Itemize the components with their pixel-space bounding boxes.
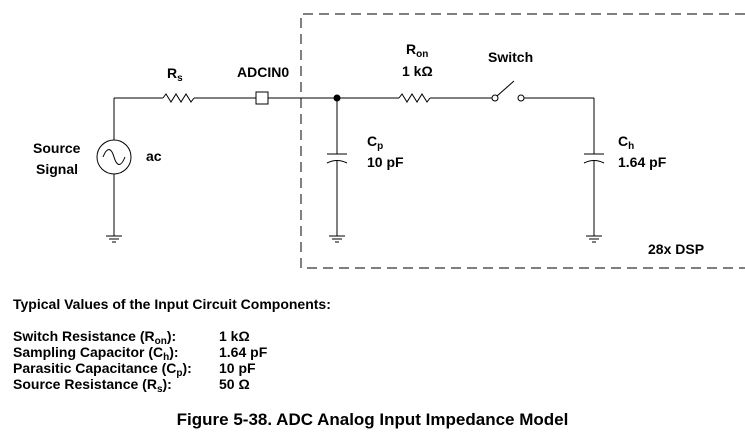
figure-caption: Figure 5-38. ADC Analog Input Impedance … — [176, 410, 569, 429]
rs-resistor — [162, 93, 195, 103]
cp-label: Cp — [367, 133, 383, 152]
table-row: Sampling Capacitor (Ch): 1.64 pF — [13, 344, 331, 363]
table-row: Parasitic Capacitance (Cp): 10 pF — [13, 360, 331, 379]
table-row: Source Resistance (Rs): 50 Ω — [13, 376, 331, 395]
table-row: Switch Resistance (Ron): 1 kΩ — [13, 328, 331, 347]
row-value: 10 pF — [219, 360, 256, 376]
switch-blade — [496, 80, 515, 97]
ron-resistor — [398, 93, 431, 103]
cp-value: 10 pF — [367, 154, 404, 170]
switch-contact-right — [517, 94, 525, 102]
ground-icon-source — [106, 235, 122, 243]
source-label-line1: Source — [33, 140, 81, 156]
dsp-label: 28x DSP — [648, 241, 704, 257]
switch-label: Switch — [488, 49, 533, 65]
rs-label: Rs — [167, 65, 183, 84]
adcin-label: ADCIN0 — [237, 64, 289, 80]
row-value: 1 kΩ — [219, 328, 250, 344]
table-title: Typical Values of the Input Circuit Comp… — [13, 296, 331, 312]
switch-contact-left — [491, 94, 499, 102]
sine-wave — [102, 149, 126, 165]
ch-value: 1.64 pF — [618, 154, 667, 170]
adcin-pin — [255, 91, 269, 105]
row-label: Source Resistance (Rs): — [13, 376, 172, 395]
source-label-line2: Signal — [36, 161, 78, 177]
row-label: Switch Resistance (Ron): — [13, 328, 177, 347]
row-value: 1.64 pF — [219, 344, 268, 360]
ground-icon-ch — [586, 235, 602, 243]
ground-icon-cp — [329, 235, 345, 243]
row-label: Parasitic Capacitance (Cp): — [13, 360, 192, 379]
ch-label: Ch — [618, 133, 634, 152]
row-label: Sampling Capacitor (Ch): — [13, 344, 179, 363]
ron-value: 1 kΩ — [402, 63, 433, 79]
component-values-table: Typical Values of the Input Circuit Comp… — [13, 296, 331, 395]
ron-label: Ron — [406, 41, 428, 60]
ac-label: ac — [146, 148, 162, 164]
row-value: 50 Ω — [219, 376, 250, 392]
dsp-boundary — [300, 13, 745, 269]
